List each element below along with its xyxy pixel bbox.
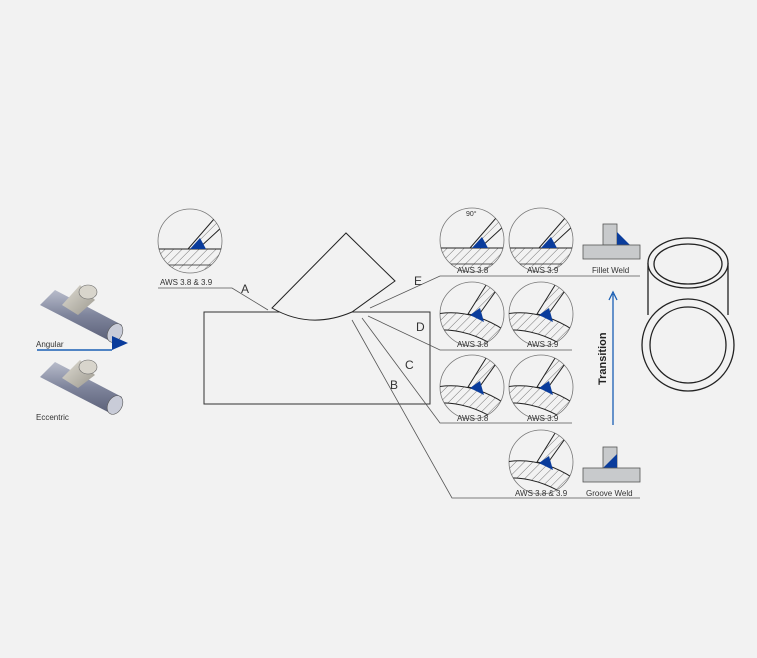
angular-label: Angular [36, 340, 64, 349]
detail-e38-label: AWS 3.8 [457, 266, 489, 275]
zone-c-label: C [405, 358, 414, 372]
detail-e39-label: AWS 3.9 [527, 266, 559, 275]
detail-b-label: AWS 3.8 & 3.9 [515, 489, 568, 498]
fillet-weld-icon [582, 223, 641, 260]
detail-d38-label: AWS 3.8 [457, 340, 489, 349]
detail-zone-a [155, 209, 225, 273]
weld-triangle-icon [112, 336, 128, 350]
zone-d-label: D [416, 320, 425, 334]
detail-a-label: AWS 3.8 & 3.9 [160, 278, 213, 287]
detail-d39-label: AWS 3.9 [527, 340, 559, 349]
detail-c38-label: AWS 3.8 [457, 414, 489, 423]
transition-label: Transition [597, 332, 609, 385]
angle-label: 90° [466, 211, 477, 218]
detail-c39-label: AWS 3.9 [527, 414, 559, 423]
angular-pipe-illustration [37, 284, 128, 351]
fillet-weld-label: Fillet Weld [592, 266, 630, 275]
zone-a-label: A [241, 282, 250, 296]
branch-member [271, 232, 396, 321]
eccentric-label: Eccentric [36, 413, 69, 422]
detail-e-aws39 [506, 208, 576, 272]
eccentric-pipe-illustration [40, 359, 124, 415]
zone-e-label: E [414, 274, 423, 288]
zone-b-label: B [390, 378, 399, 392]
groove-weld-icon [582, 446, 641, 483]
pipe-cross-section [641, 237, 735, 392]
groove-weld-label: Groove Weld [586, 489, 633, 498]
